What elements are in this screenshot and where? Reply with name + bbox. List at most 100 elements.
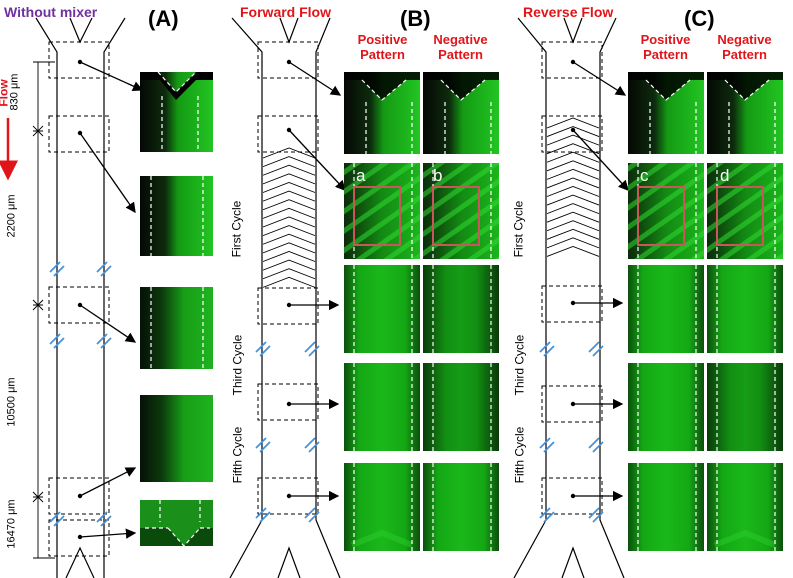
sub-label: d [720,166,730,185]
col-positive-c: Positive Pattern [628,32,703,62]
col-label-line: Pattern [360,47,405,62]
micrograph [707,463,783,551]
micrograph [628,363,704,451]
region-box [541,41,603,79]
mixer-groove [262,242,316,254]
highlight-box [637,186,685,246]
channel-b [229,17,341,578]
highlight-box [716,186,764,246]
col-label-line: Pattern [643,47,688,62]
arrow [79,61,144,91]
mixer-groove [262,207,316,219]
micrograph [423,265,499,353]
mixer-groove [546,220,600,232]
arrow [79,132,136,214]
mixer-groove [546,211,600,223]
panel-b-title: Forward Flow [240,4,331,20]
micrograph-a1 [140,71,213,152]
sub-label: c [640,166,649,185]
region-box [541,285,603,323]
mixer-groove [546,134,600,146]
region-box [257,41,319,79]
sub-label: b [433,166,443,185]
break-marks [255,341,320,523]
col-negative-b: Negative Pattern [423,32,498,62]
col-label-line: Positive [640,32,691,47]
mixer-groove [262,251,316,262]
micrograph [707,163,783,259]
mixer-groove [546,117,600,129]
col-label-line: Pattern [438,47,483,62]
region-box [257,115,319,153]
col-label-line: Negative [717,32,772,47]
micrograph [707,265,783,353]
cycle-label: First Cycle [229,200,244,258]
dimension-line [32,61,55,559]
panel-b [229,17,499,578]
dimension-label: 830 μm [8,73,21,111]
micrograph [344,163,420,259]
region-box [48,519,110,557]
col-label-line: Positive [357,32,408,47]
mixer-pattern-c [546,117,600,257]
arrow [572,129,629,191]
micrograph [423,363,499,451]
mixer-groove [546,245,600,257]
mixer-pattern-b [262,147,316,288]
panel-c-letter: (C) [684,6,715,31]
mixer-groove [546,186,600,197]
mixer-groove [546,237,600,249]
dimension-label: 10500 μm [5,377,18,427]
break-marks [49,261,112,527]
micrograph [628,265,704,353]
region-box [541,115,603,153]
mixer-groove [262,182,316,193]
mixer-groove [262,173,316,185]
mixer-groove [546,168,600,180]
arrow [79,467,137,497]
mixer-groove [262,216,316,228]
col-positive-b: Positive Pattern [345,32,420,62]
cycle-label: Fifth Cycle [512,426,527,484]
micrograph [628,72,704,154]
mixer-groove [262,276,316,288]
mixer-groove [546,203,600,215]
micrograph [344,363,420,451]
cycle-label: Third Cycle [230,334,245,396]
dimension-label: 2200 μm [5,194,18,238]
cycle-label: Third Cycle [512,334,527,396]
region-box [257,383,319,421]
micrograph [423,463,499,551]
dimension-label: 16470 μm [5,499,18,549]
mixer-groove [546,126,600,137]
region-box [48,115,110,153]
mixer-groove [262,147,316,159]
panel-b-letter: (B) [400,6,431,31]
cycle-label: Fifth Cycle [230,426,245,484]
panel-a [0,17,213,578]
panel-c [513,17,783,578]
panel-c-title: Reverse Flow [523,4,614,20]
micrograph [423,163,499,259]
region-box [257,287,319,325]
micrograph [423,72,499,154]
mixer-groove [262,268,316,280]
cycle-label: First Cycle [511,200,526,258]
sub-label: a [356,166,366,185]
mixer-groove [546,194,600,206]
channel-c [513,17,625,578]
micrograph-a5 [140,500,213,547]
arrow [79,528,137,539]
region-box [48,41,110,79]
col-label-line: Pattern [722,47,767,62]
arrow [288,61,342,96]
arrow [79,304,137,343]
mixer-groove [262,156,316,168]
col-negative-c: Negative Pattern [707,32,782,62]
region-box [48,286,110,324]
micrograph [344,463,420,551]
mixer-groove [262,233,316,245]
col-label-line: Negative [433,32,488,47]
panel-a-letter: (A) [148,6,179,31]
